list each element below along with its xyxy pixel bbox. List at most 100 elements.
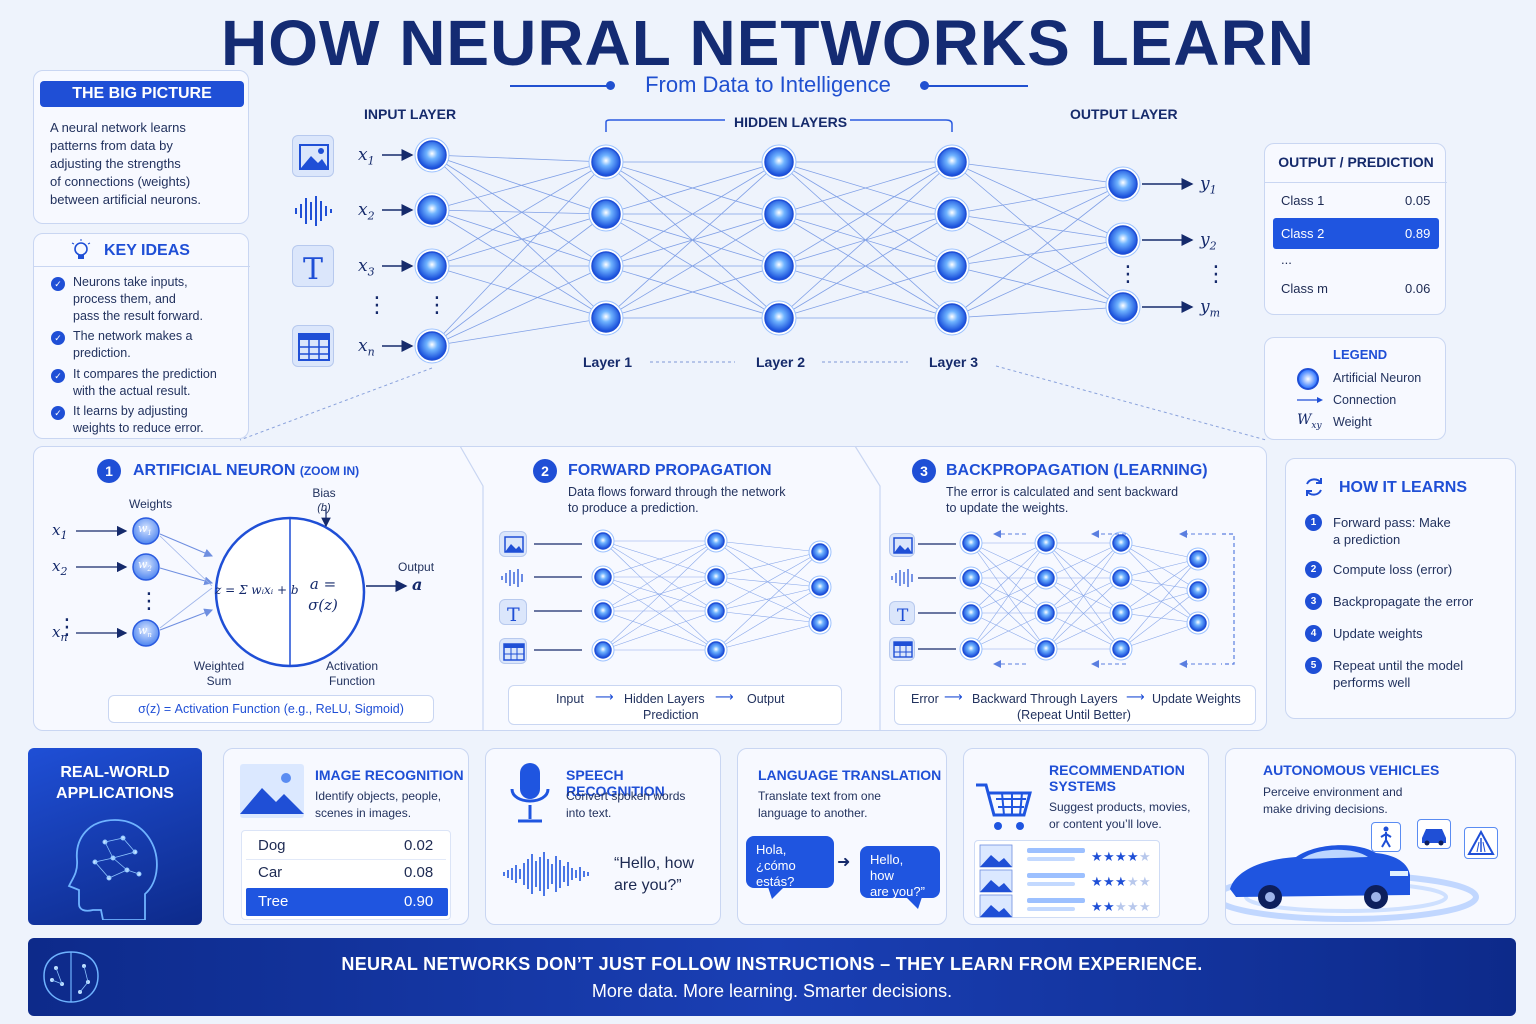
connection-line bbox=[1120, 612, 1199, 624]
connection-arrow-icon bbox=[1297, 397, 1323, 403]
hidden-layers-label: HIDDEN LAYERS bbox=[734, 114, 848, 130]
star-icon: ★ bbox=[1115, 850, 1127, 865]
table-row-label: Car bbox=[258, 864, 283, 881]
flow-hidden: Hidden Layers bbox=[624, 692, 705, 706]
neuron-node bbox=[1108, 292, 1138, 322]
neuron-node bbox=[764, 251, 794, 281]
svg-text:T: T bbox=[303, 252, 323, 287]
translation-card: LANGUAGE TRANSLATION Translate text from… bbox=[737, 748, 947, 925]
input-label-xn: xn bbox=[358, 336, 375, 359]
connection-line bbox=[951, 265, 1124, 308]
step-badge: 5 bbox=[1305, 657, 1322, 674]
subtitle-dot-right bbox=[920, 81, 929, 90]
neuron-node bbox=[1189, 550, 1207, 568]
bias-symbol: (b) bbox=[317, 502, 331, 514]
connection-line bbox=[431, 154, 607, 163]
image-recognition-desc: Identify objects, people,scenes in image… bbox=[315, 789, 442, 820]
flow-arrow-icon: ⟶ bbox=[715, 689, 734, 704]
flow-arrow-icon: ⟶ bbox=[1126, 689, 1145, 704]
big-picture-line: of connections (weights) bbox=[50, 174, 191, 189]
connection-line bbox=[778, 161, 953, 215]
section-1-badge: 1 bbox=[97, 459, 121, 483]
check-icon: ✓ bbox=[51, 331, 65, 345]
weight-w2: w2 bbox=[138, 558, 152, 574]
flow-output: Output bbox=[747, 692, 785, 706]
connection-line bbox=[715, 622, 821, 651]
image-icon bbox=[889, 533, 915, 557]
table-row-value: 0.90 bbox=[404, 893, 434, 910]
panel-dividers bbox=[459, 446, 881, 731]
prediction-class: Class 1 bbox=[1281, 193, 1325, 208]
audio-wave-icon bbox=[292, 190, 334, 232]
flow-error: Error bbox=[911, 692, 939, 706]
connection-line bbox=[602, 540, 717, 612]
neuron-node bbox=[417, 140, 447, 170]
landscape-icon bbox=[240, 764, 304, 818]
key-idea-item: Neurons take inputs, process them, and p… bbox=[73, 274, 203, 325]
backprop-section-title: BACKPROPAGATION (LEARNING) bbox=[946, 462, 1208, 479]
step-badge: 3 bbox=[1305, 593, 1322, 610]
translate-arrow-icon: ➜ bbox=[837, 854, 851, 871]
neuron-node bbox=[962, 640, 980, 658]
key-idea-line: weights to reduce error. bbox=[73, 421, 204, 435]
connection-line bbox=[605, 265, 780, 319]
neuron-node bbox=[417, 251, 447, 281]
star-icon: ★ bbox=[1139, 850, 1151, 865]
neuron-node bbox=[811, 578, 829, 596]
check-icon: ✓ bbox=[51, 369, 65, 383]
section-2-badge: 2 bbox=[533, 459, 557, 483]
legend-weight-label: Weight bbox=[1333, 415, 1372, 429]
image-icon bbox=[499, 531, 527, 557]
key-idea-line: Neurons take inputs, bbox=[73, 275, 188, 289]
connection-line bbox=[715, 551, 821, 651]
neuron-input-x2: x2 bbox=[52, 557, 68, 578]
key-idea-line: prediction. bbox=[73, 346, 131, 360]
flow-input: Input bbox=[556, 692, 584, 706]
legend-neuron-label: Artificial Neuron bbox=[1333, 371, 1422, 385]
table-row-value: 0.08 bbox=[404, 864, 434, 881]
connection-line bbox=[431, 213, 607, 267]
bubble-tail bbox=[768, 887, 784, 899]
output-label-y1: y1 bbox=[1200, 174, 1217, 197]
subtitle-line-left bbox=[510, 85, 610, 87]
car-scene bbox=[1226, 845, 1479, 922]
connection-line bbox=[1045, 542, 1122, 614]
prediction-card: OUTPUT / PREDICTION Class 1 0.05 Class 2… bbox=[1264, 143, 1447, 315]
neuron-node bbox=[1112, 640, 1130, 658]
neuron-node bbox=[1108, 225, 1138, 255]
weight-symbol: Wxy bbox=[1297, 412, 1322, 431]
table-row-highlight: Tree 0.90 bbox=[246, 888, 448, 916]
connection-line bbox=[431, 161, 607, 267]
image-recognition-title: IMAGE RECOGNITION bbox=[315, 767, 464, 783]
step-item: Backpropagate the error bbox=[1333, 594, 1474, 609]
connection-line bbox=[1120, 577, 1199, 624]
svg-text:⋮: ⋮ bbox=[426, 293, 448, 318]
table-icon bbox=[889, 637, 915, 661]
connection-line bbox=[970, 577, 1047, 650]
flow-repeat: (Repeat Until Better) bbox=[1017, 708, 1131, 722]
sound-wave-icon bbox=[503, 852, 589, 896]
neuron-node bbox=[1037, 640, 1055, 658]
weight-w1: w1 bbox=[138, 522, 152, 538]
step-item: Update weights bbox=[1333, 626, 1423, 641]
connection-line bbox=[605, 161, 780, 215]
output-label-y2: y2 bbox=[1200, 230, 1217, 253]
audio-wave-icon bbox=[889, 566, 915, 590]
connection-line bbox=[1120, 589, 1199, 614]
connection-line bbox=[715, 586, 821, 612]
connection-line bbox=[602, 540, 717, 578]
connection-line bbox=[970, 542, 1047, 614]
svg-text:⋮: ⋮ bbox=[1205, 262, 1227, 287]
layer-3-label: Layer 3 bbox=[929, 354, 979, 370]
table-row-label: Dog bbox=[258, 837, 286, 854]
connection-line bbox=[431, 213, 607, 347]
weights-label: Weights bbox=[129, 497, 173, 511]
speech-recognition-title: SPEECH RECOGNITION bbox=[566, 767, 665, 799]
key-idea-item: It compares the prediction with the actu… bbox=[73, 366, 217, 400]
step-badge: 1 bbox=[1305, 514, 1322, 531]
neuron-node bbox=[1108, 169, 1138, 199]
connection-line bbox=[951, 161, 1124, 241]
